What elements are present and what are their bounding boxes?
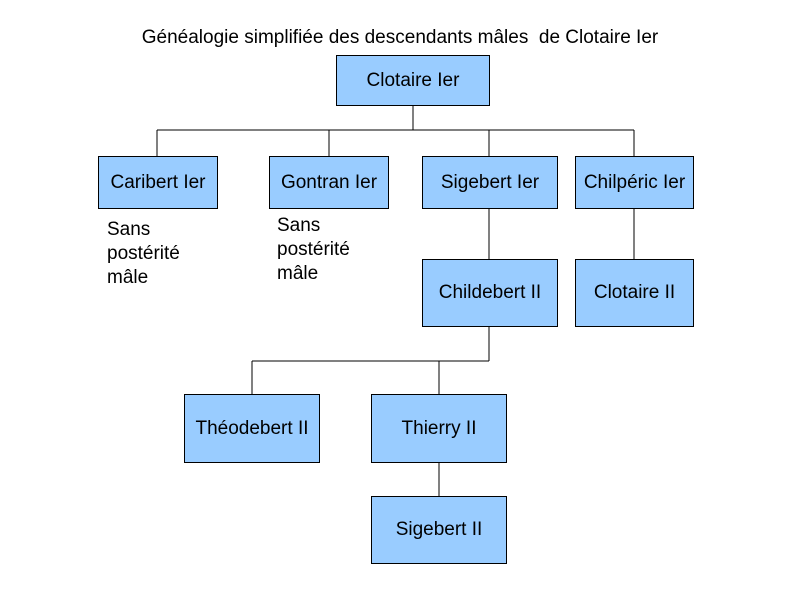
node-chilperic-i: Chilpéric Ier xyxy=(575,156,694,209)
node-childebert-ii: Childebert II xyxy=(422,259,558,327)
note-line: mâle xyxy=(277,263,319,284)
node-sigebert-i: Sigebert Ier xyxy=(422,156,558,209)
node-clotaire-i: Clotaire Ier xyxy=(336,55,490,106)
note-line: postérité xyxy=(107,243,180,264)
note-line: Sans xyxy=(277,215,321,236)
note-caribert-no-heir: Sans postérité mâle xyxy=(107,218,180,290)
node-sigebert-ii: Sigebert II xyxy=(371,496,507,564)
node-gontran-i: Gontran Ier xyxy=(269,156,389,209)
note-line: mâle xyxy=(107,267,149,288)
note-line: postérité xyxy=(277,239,350,260)
node-clotaire-ii: Clotaire II xyxy=(575,259,694,327)
note-line: Sans xyxy=(107,219,151,240)
node-theodebert-ii: Théodebert II xyxy=(184,394,320,463)
node-thierry-ii: Thierry II xyxy=(371,394,507,463)
note-gontran-no-heir: Sans postérité mâle xyxy=(277,214,350,286)
node-caribert-i: Caribert Ier xyxy=(98,156,218,209)
diagram-title: Généalogie simplifiée des descendants mâ… xyxy=(141,27,659,48)
